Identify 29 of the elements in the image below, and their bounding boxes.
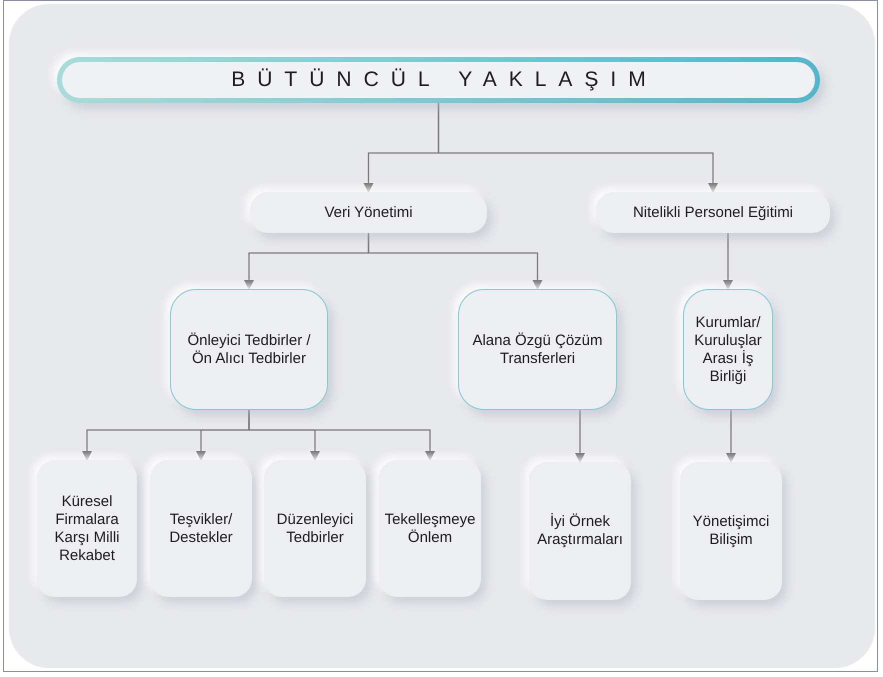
- item-card: [529, 462, 631, 600]
- item-card: [37, 460, 137, 597]
- node-label: Düzenleyici Tedbirler: [276, 510, 354, 546]
- item-card: [680, 462, 782, 600]
- node-label: Teşvikler/ Destekler: [168, 510, 234, 546]
- subcategory-box: [170, 289, 328, 410]
- node-label: Nitelikli Personel Eğitimi: [632, 204, 794, 222]
- node-label: Önleyici Tedbirler / Ön Alıcı Tedbirler: [186, 332, 312, 368]
- node-label: Yönetişimci Bilişim: [692, 513, 770, 549]
- node-label: Tekelleşmeye Önlem: [384, 510, 476, 546]
- node-label: Alana Özgü Çözüm Transferleri: [471, 332, 604, 368]
- arrow: [723, 233, 733, 290]
- arrow: [438, 103, 718, 193]
- arrow: [726, 410, 736, 463]
- category-pill: [250, 192, 487, 233]
- node-label: Veri Yönetimi: [324, 204, 413, 222]
- item-card: [379, 460, 481, 597]
- node-label: Kurumlar/ Kuruluşlar Arası İş Birliği: [693, 314, 763, 386]
- arrow: [368, 233, 542, 290]
- node-label: Küresel Firmalara Karşı Milli Rekabet: [53, 492, 120, 564]
- item-card: [264, 460, 366, 597]
- arrow: [575, 410, 585, 463]
- category-pill: [596, 192, 830, 233]
- item-card: [150, 460, 252, 597]
- subcategory-box: [458, 289, 617, 410]
- title-text: BÜTÜNCÜL YAKLAŞIM: [230, 67, 658, 93]
- arrow: [248, 410, 435, 461]
- subcategory-box: [683, 289, 773, 410]
- node-label: İyi Örnek Araştırmaları: [536, 513, 624, 549]
